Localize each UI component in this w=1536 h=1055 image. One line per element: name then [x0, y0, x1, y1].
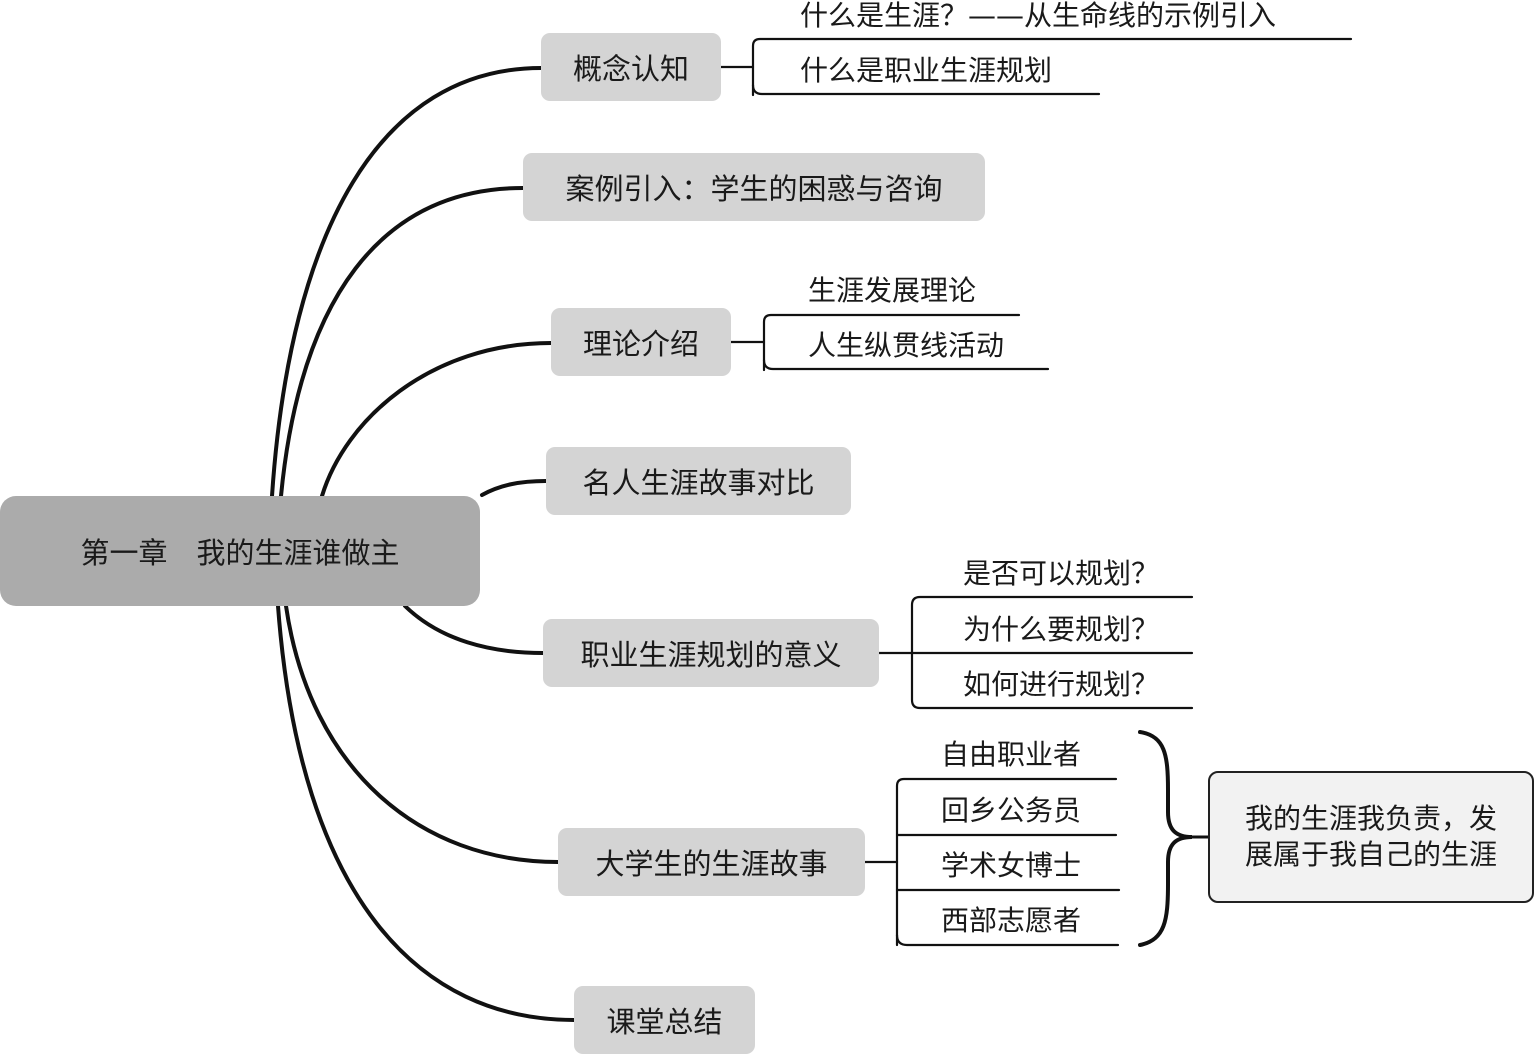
sub-lines-concept: [719, 37, 1353, 97]
root-topic[interactable]: 第一章 我的生涯谁做主: [0, 496, 480, 606]
leaf-students-2[interactable]: 回乡公务员: [941, 794, 1082, 827]
topic-concept-label: 概念认知: [572, 52, 689, 86]
sub-lines-meaning: [877, 595, 1194, 710]
summary-line-1: 我的生涯我负责，发: [1244, 802, 1497, 835]
leaf-students-1[interactable]: 自由职业者: [941, 738, 1082, 771]
summary-callout[interactable]: 我的生涯我负责，发 展属于我自己的生涯: [1208, 771, 1534, 903]
leaf-concept-2[interactable]: 什么是职业生涯规划: [800, 54, 1053, 87]
topic-case[interactable]: 案例引入：学生的困惑与咨询: [523, 153, 985, 221]
summary-line-2: 展属于我自己的生涯: [1244, 838, 1497, 871]
leaf-theory-1[interactable]: 生涯发展理论: [808, 274, 977, 307]
branch-line-case: [279, 186, 525, 498]
topic-celebrity[interactable]: 名人生涯故事对比: [546, 447, 851, 515]
leaf-meaning-1[interactable]: 是否可以规划？: [963, 557, 1160, 590]
topic-summary[interactable]: 课堂总结: [574, 986, 755, 1054]
branch-line-celebrity: [480, 479, 548, 497]
topic-summary-label: 课堂总结: [606, 1005, 723, 1039]
topic-students-label: 大学生的生涯故事: [595, 847, 828, 881]
leaf-meaning-3[interactable]: 如何进行规划？: [963, 668, 1160, 701]
branch-line-meaning: [403, 604, 545, 655]
leaf-students-3[interactable]: 学术女博士: [941, 849, 1082, 882]
leaf-concept-1[interactable]: 什么是生涯？——从生命线的示例引入: [800, 0, 1277, 32]
sub-lines-students: [863, 777, 1121, 947]
leaf-theory-2[interactable]: 人生纵贯线活动: [808, 329, 1005, 362]
topic-case-label: 案例引入：学生的困惑与咨询: [565, 172, 943, 206]
topic-meaning[interactable]: 职业生涯规划的意义: [543, 619, 879, 687]
topic-students[interactable]: 大学生的生涯故事: [558, 828, 865, 896]
topic-meaning-label: 职业生涯规划的意义: [580, 638, 842, 672]
topic-concept[interactable]: 概念认知: [541, 33, 721, 101]
topic-theory-label: 理论介绍: [582, 327, 699, 361]
topic-theory[interactable]: 理论介绍: [551, 308, 731, 376]
branch-line-theory: [320, 341, 553, 498]
sub-lines-theory: [729, 313, 1050, 372]
topic-celebrity-label: 名人生涯故事对比: [582, 466, 815, 500]
branch-line-students: [284, 604, 560, 864]
leaf-meaning-2[interactable]: 为什么要规划？: [963, 613, 1160, 646]
branch-line-summary: [276, 604, 576, 1022]
leaf-students-4[interactable]: 西部志愿者: [941, 904, 1082, 937]
root-topic-label: 第一章 我的生涯谁做主: [80, 536, 400, 570]
summary-brace: [1138, 730, 1193, 947]
branch-line-concept: [270, 66, 543, 498]
